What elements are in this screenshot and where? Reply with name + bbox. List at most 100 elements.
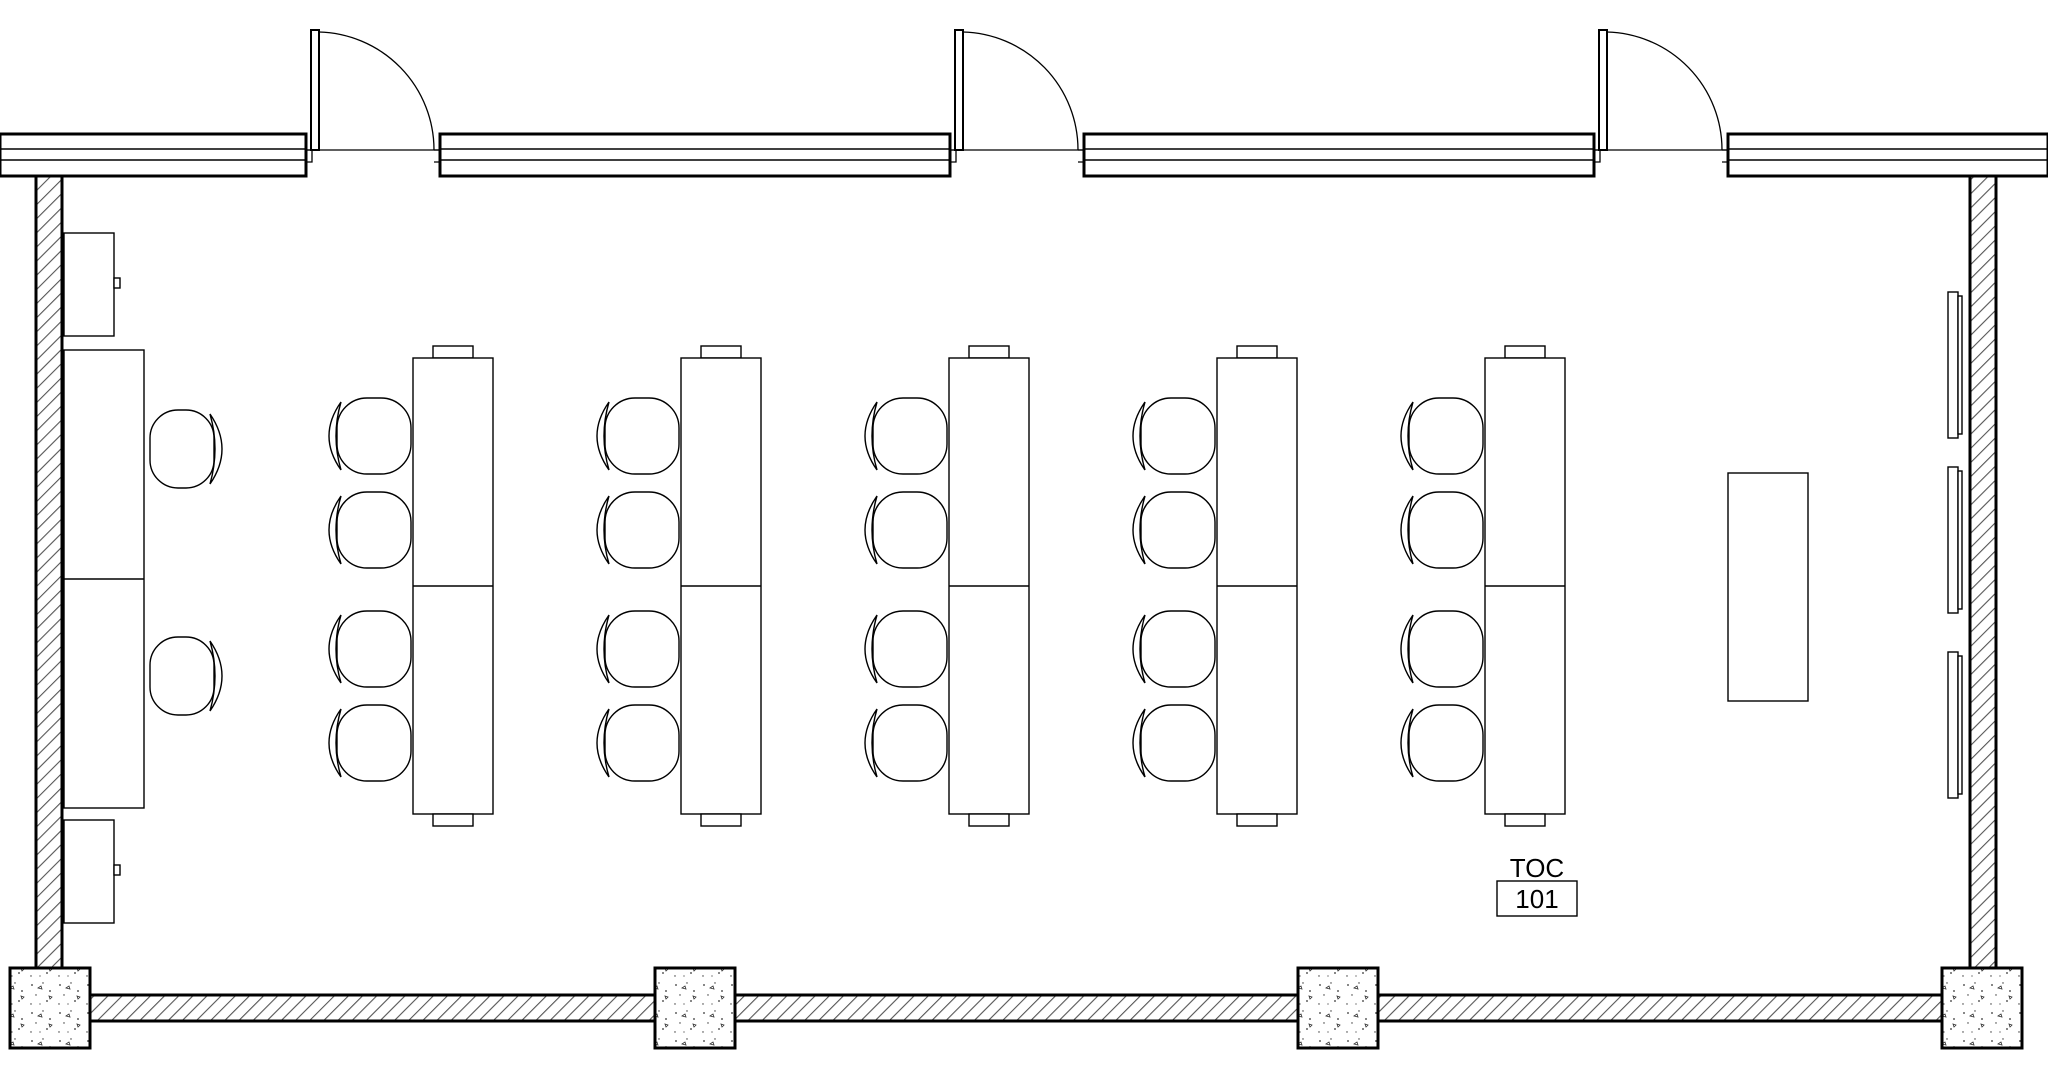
chair: [596, 397, 680, 475]
chair-seat: [604, 397, 680, 475]
chair: [149, 636, 223, 716]
chair-back: [328, 495, 342, 565]
table-bottom-connector: [968, 813, 1010, 827]
chair-seat: [872, 610, 948, 688]
chair: [1132, 397, 1216, 475]
chair: [864, 704, 948, 782]
chair: [1400, 704, 1484, 782]
table-row: [864, 345, 1030, 827]
chair-seat: [1408, 491, 1484, 569]
chair-back: [1400, 708, 1414, 778]
table-bottom-connector: [1236, 813, 1278, 827]
table-bottom-connector: [432, 813, 474, 827]
table-top-connector: [700, 345, 742, 359]
chair: [864, 491, 948, 569]
chair: [328, 610, 412, 688]
table-top-connector: [432, 345, 474, 359]
table-top-connector: [1504, 345, 1546, 359]
table-bottom-connector: [700, 813, 742, 827]
chair-back: [596, 708, 610, 778]
bottom-wall: [88, 993, 1944, 1023]
chair-seat: [872, 491, 948, 569]
table-bottom-connector: [1504, 813, 1546, 827]
room-tag: TOC 101: [1496, 853, 1578, 917]
chair-back: [328, 708, 342, 778]
door-center[interactable]: [950, 29, 1085, 163]
whiteboard: [1947, 651, 1959, 799]
chair: [1132, 610, 1216, 688]
table-top-connector: [1236, 345, 1278, 359]
room-number-box: [1496, 880, 1578, 917]
chair: [1132, 491, 1216, 569]
chair-back: [1132, 614, 1146, 684]
chair-seat: [872, 704, 948, 782]
chair-seat: [336, 491, 412, 569]
chair: [1400, 397, 1484, 475]
chair: [149, 409, 223, 489]
chair-seat: [1140, 491, 1216, 569]
whiteboards: [1947, 291, 1963, 799]
chair-seat: [336, 397, 412, 475]
room-name: TOC: [1510, 853, 1564, 883]
column: [653, 966, 737, 1050]
chair-seat: [336, 704, 412, 782]
chair-seat: [872, 397, 948, 475]
chair-back: [864, 495, 878, 565]
chair-back: [1132, 495, 1146, 565]
chair-back: [596, 614, 610, 684]
chair: [328, 397, 412, 475]
chair-back: [596, 495, 610, 565]
presentation-table: [1727, 472, 1809, 702]
chair-seat: [1140, 704, 1216, 782]
chair-seat: [1408, 610, 1484, 688]
chair-seat: [336, 610, 412, 688]
student-rows: [328, 345, 1566, 827]
chair: [864, 610, 948, 688]
left-wall: [34, 174, 64, 970]
chair: [328, 491, 412, 569]
chair: [328, 704, 412, 782]
chair: [1400, 610, 1484, 688]
room-number: 101: [1515, 884, 1558, 914]
chair-back: [1400, 495, 1414, 565]
right-wall: [1968, 174, 1998, 970]
instructor-area: [63, 232, 145, 924]
table-row: [1400, 345, 1566, 827]
table-top-connector: [968, 345, 1010, 359]
chair: [596, 610, 680, 688]
chair: [1400, 491, 1484, 569]
chair-back: [864, 401, 878, 471]
chair-seat: [1408, 704, 1484, 782]
instructor-chairs: [149, 409, 223, 716]
chair-back: [596, 401, 610, 471]
door-left[interactable]: [306, 29, 441, 163]
column: [1296, 966, 1380, 1050]
cabinet-bottom: [63, 819, 115, 924]
chair-back: [1132, 708, 1146, 778]
chair: [596, 704, 680, 782]
whiteboard: [1947, 291, 1959, 439]
chair-back: [328, 614, 342, 684]
door-right[interactable]: [1594, 29, 1729, 163]
chair-back: [328, 401, 342, 471]
chair: [1132, 704, 1216, 782]
chair-back: [1400, 614, 1414, 684]
column: [1940, 966, 2024, 1050]
whiteboard: [1947, 466, 1959, 614]
chair: [864, 397, 948, 475]
columns: [8, 966, 2024, 1050]
chair-back: [864, 708, 878, 778]
chair-seat: [604, 704, 680, 782]
table-row: [1132, 345, 1298, 827]
top-wall: [0, 132, 2048, 178]
chair-seat: [604, 610, 680, 688]
cabinet-top: [63, 232, 115, 337]
chair: [596, 491, 680, 569]
table-row: [328, 345, 494, 827]
chair-back: [1400, 401, 1414, 471]
chair-seat: [604, 491, 680, 569]
table-row: [596, 345, 762, 827]
chair-back: [864, 614, 878, 684]
chair-seat: [1408, 397, 1484, 475]
